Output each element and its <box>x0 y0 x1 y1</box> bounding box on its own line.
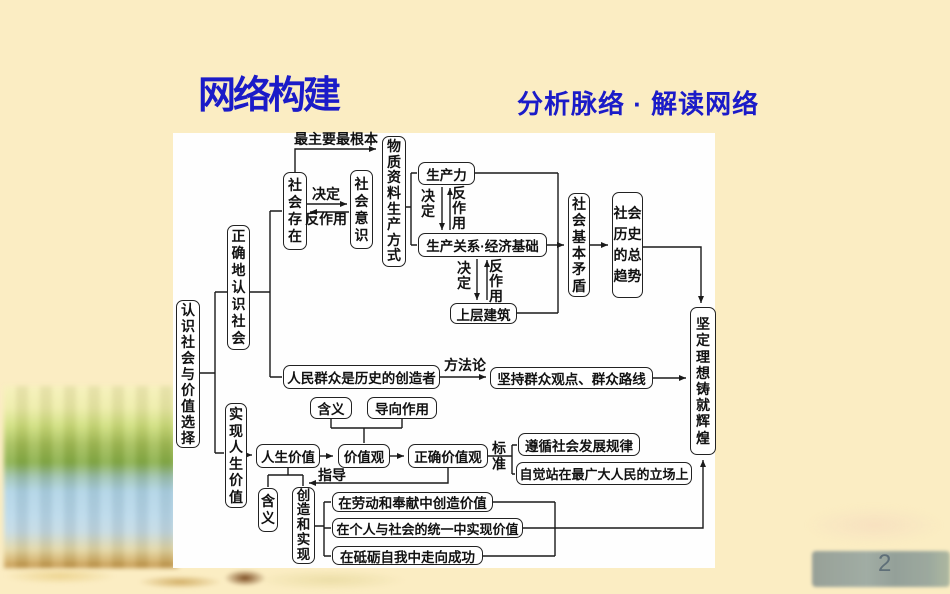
node-people-are-creators-of-history: 人民群众是历史的创造者 <box>283 365 440 389</box>
page-title: 网络构建 <box>198 75 341 117</box>
node-realize-life-value: 实现人生价值 <box>225 403 247 508</box>
label-determines-1: 决定 <box>312 186 340 202</box>
label-counteracts-2: 反作用 <box>452 185 466 231</box>
node-stand-with-the-broadest-people: 自觉站在最广大人民的立场上 <box>516 462 692 485</box>
node-production-relations-economic-base: 生产关系·经济基础 <box>418 233 547 257</box>
decorative-haze <box>760 495 950 555</box>
decorative-photo <box>4 386 178 568</box>
node-succeed-through-self-discipline: 在砥砺自我中走向成功 <box>332 546 483 565</box>
watermark-number: 2 <box>878 550 892 577</box>
node-realize-value-in-unity-with-society: 在个人与社会的统一中实现价值 <box>332 518 523 538</box>
node-social-existence: 社会存在 <box>283 172 307 250</box>
page-subtitle: 分析脉络 · 解读网络 <box>517 89 760 119</box>
node-material-production-mode: 物质资料生产方式 <box>382 136 406 267</box>
node-correct-values: 正确价值观 <box>408 444 488 468</box>
node-meaning-of-values: 含义 <box>310 397 352 419</box>
label-counteracts-3: 反作用 <box>489 258 503 304</box>
label-criteria: 标准 <box>492 440 506 472</box>
node-guiding-role: 导向作用 <box>367 397 437 419</box>
node-values: 价值观 <box>338 444 390 468</box>
watermark-blob <box>812 551 950 587</box>
label-guides: 指导 <box>318 467 346 483</box>
node-understanding-society-and-value-choice: 认识社会与价值选择 <box>176 300 200 448</box>
node-social-consciousness: 社会意识 <box>350 170 373 249</box>
node-create-and-realize: 创造和实现 <box>292 487 315 564</box>
node-follow-social-development-laws: 遵循社会发展规律 <box>518 433 640 456</box>
node-create-value-in-labor: 在劳动和奉献中创造价值 <box>332 492 493 512</box>
label-determines-3: 决定 <box>457 260 471 291</box>
node-adhere-mass-viewpoint-and-line: 坚持群众观点、群众路线 <box>490 367 653 389</box>
label-determines-2: 决定 <box>421 188 435 219</box>
node-basic-social-contradiction: 社会基本矛盾 <box>568 193 590 297</box>
node-general-trend-of-social-history: 社会历史的总趋势 <box>612 192 643 298</box>
node-firm-ideal-achieve-glory: 坚定理想 铸就辉煌 <box>690 307 716 455</box>
node-productive-forces: 生产力 <box>418 162 475 185</box>
node-life-value: 人生价值 <box>256 444 320 468</box>
node-meaning-of-life-value: 含义 <box>258 488 278 532</box>
decorative-strip <box>0 568 480 594</box>
label-counteracts-1: 反作用 <box>305 211 347 227</box>
label-most-important-most-fundamental: 最主要最根本 <box>294 131 378 147</box>
node-superstructure: 上层建筑 <box>450 303 517 324</box>
node-correctly-understand-society: 正确地认识社会 <box>227 225 250 350</box>
label-methodology: 方法论 <box>444 357 486 373</box>
